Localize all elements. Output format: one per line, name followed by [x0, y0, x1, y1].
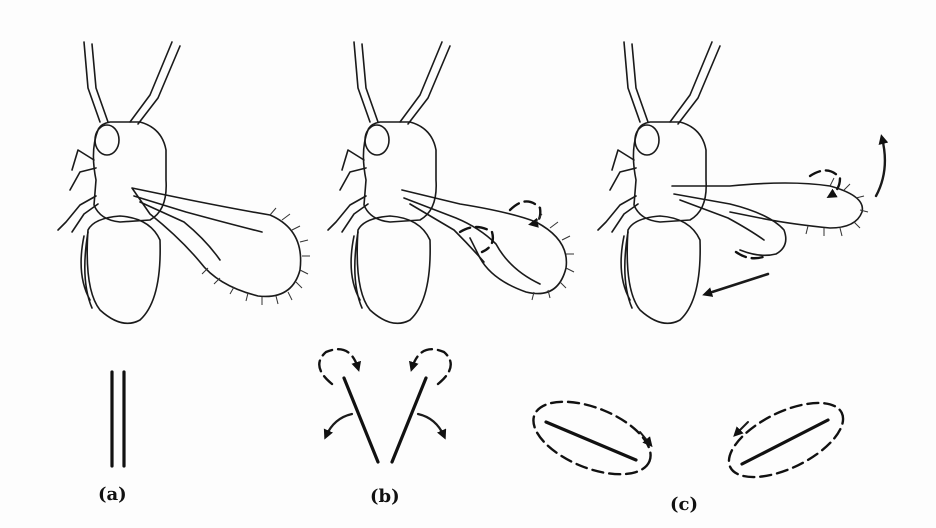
panel-label-c: (c)	[670, 494, 698, 515]
insect-a	[58, 42, 310, 323]
panel-label-a: (a)	[98, 484, 127, 505]
schematic-a	[112, 372, 124, 466]
insect-c	[598, 42, 885, 323]
schematic-c	[523, 387, 854, 492]
schematic-b	[319, 349, 450, 462]
panel-label-b: (b)	[370, 486, 400, 507]
insect-b	[328, 42, 574, 323]
